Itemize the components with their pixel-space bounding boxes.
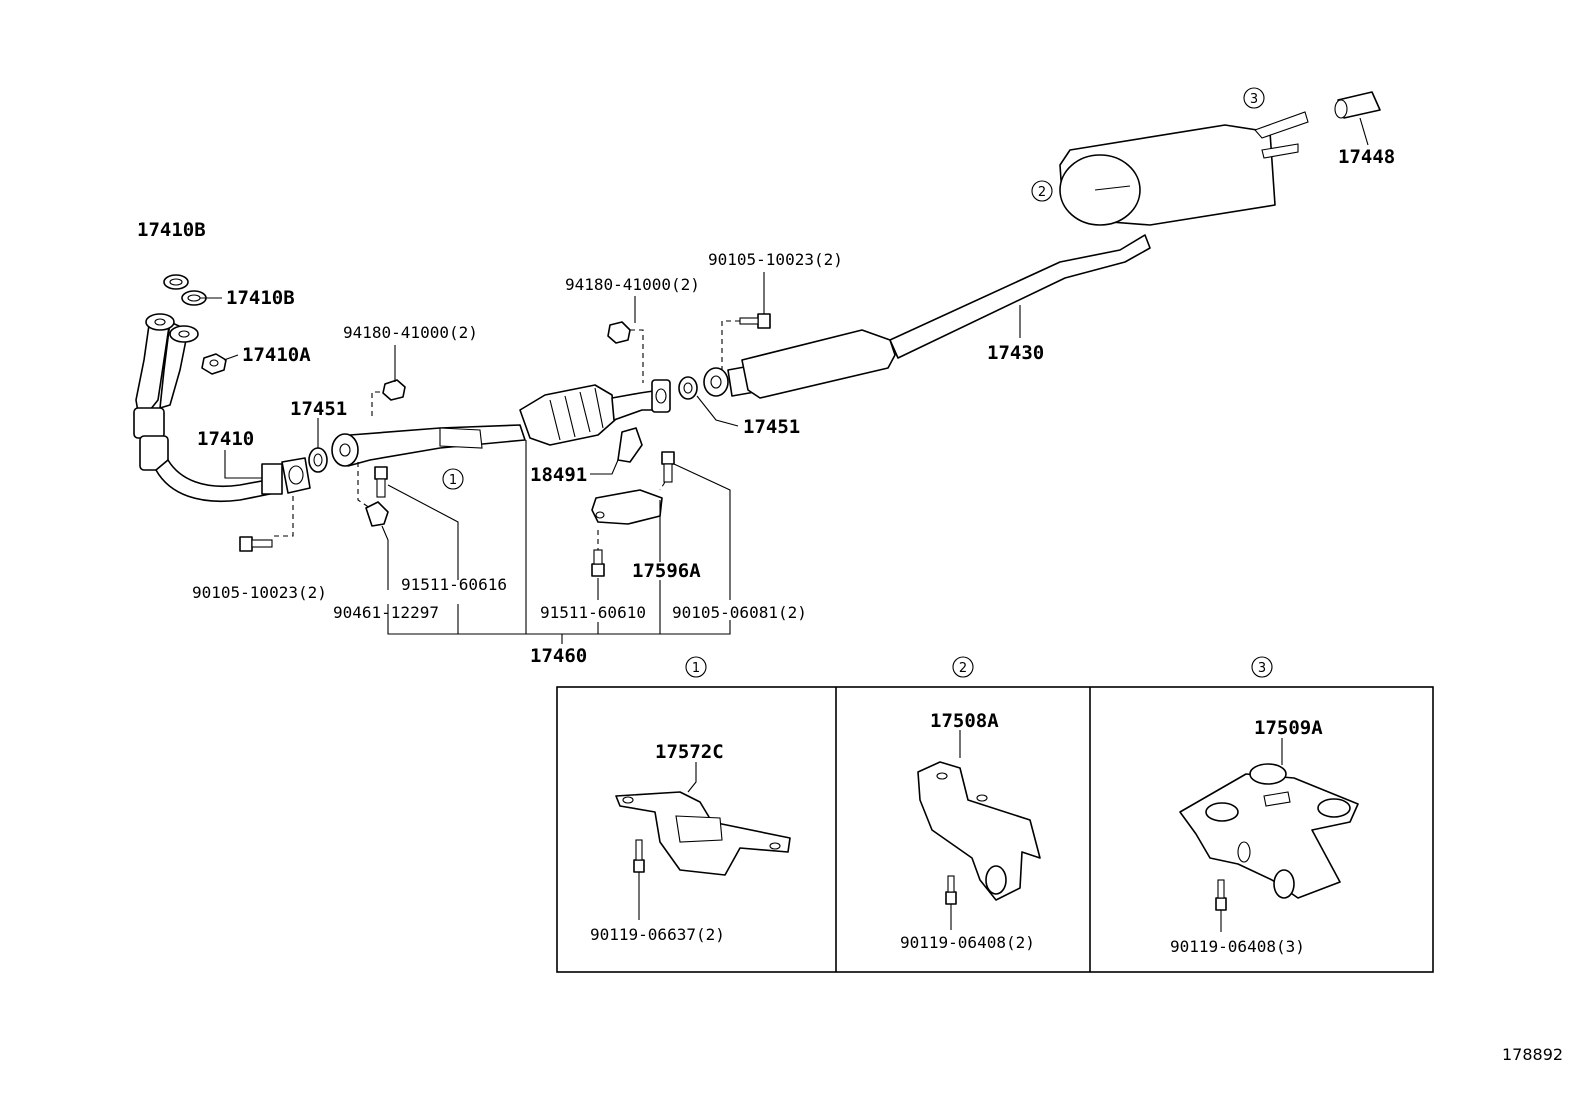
tailpipe-assembly	[703, 111, 1309, 399]
label-17572C: 17572C	[655, 741, 724, 763]
gasket-17451-right	[678, 376, 698, 400]
label-17448: 17448	[1338, 146, 1395, 168]
hanger-17508A	[917, 761, 1041, 905]
callout-3: 3	[1243, 87, 1265, 109]
install-guide-lines	[272, 320, 740, 550]
hanger-17509A	[1179, 763, 1359, 911]
gasket-17410B-top	[163, 274, 189, 290]
label-94180-right: 94180-41000(2)	[565, 275, 700, 294]
figure-number: 178892	[1502, 1045, 1563, 1064]
label-17509A: 17509A	[1254, 717, 1323, 739]
label-17596A: 17596A	[632, 560, 701, 582]
nut-94180-left	[382, 379, 406, 401]
label-90461-12297: 90461-12297	[333, 603, 439, 622]
bolt-91511-60610	[591, 549, 605, 577]
label-17430: 17430	[987, 342, 1044, 364]
label-90119-06408-3: 90119-06408(3)	[1170, 937, 1305, 956]
detail-callout-3: 3	[1251, 656, 1273, 678]
label-90105-06081: 90105-06081(2)	[672, 603, 807, 622]
bolt-91511-60616	[374, 466, 388, 498]
label-17410B-mid: 17410B	[226, 287, 295, 309]
gasket-17451-left	[308, 447, 328, 473]
nut-94180-right	[607, 321, 631, 344]
hanger-17572C	[615, 791, 791, 876]
bracket-17596A	[591, 489, 663, 525]
nut-17410A	[201, 353, 227, 375]
bracket-18491	[617, 427, 643, 463]
label-18491: 18491	[530, 464, 587, 486]
center-pipe-assembly	[331, 379, 671, 467]
svg-text:2: 2	[1038, 185, 1046, 200]
clamp-90461-12297	[365, 501, 389, 527]
svg-text:3: 3	[1258, 661, 1266, 676]
bolt-90105-10023-bottom	[239, 536, 273, 552]
label-17410: 17410	[197, 428, 254, 450]
svg-text:1: 1	[449, 473, 457, 488]
svg-text:2: 2	[959, 661, 967, 676]
label-90119-06408-2: 90119-06408(2)	[900, 933, 1035, 952]
label-17451-right: 17451	[743, 416, 800, 438]
svg-text:1: 1	[692, 661, 700, 676]
tail-pipe-tip-17448	[1334, 91, 1381, 119]
bolt-90105-10023-top	[739, 313, 771, 329]
label-90105-10023-bottom: 90105-10023(2)	[192, 583, 327, 602]
label-17410B-top: 17410B	[137, 219, 206, 241]
label-17451-left: 17451	[290, 398, 347, 420]
label-17460: 17460	[530, 645, 587, 667]
gasket-17410B-mid	[181, 290, 207, 306]
label-90119-06637: 90119-06637(2)	[590, 925, 725, 944]
detail-callout-2: 2	[952, 656, 974, 678]
leader-lines	[200, 117, 1369, 644]
svg-text:3: 3	[1250, 92, 1258, 107]
front-exhaust-pipe	[133, 313, 311, 503]
label-17410A: 17410A	[242, 344, 311, 366]
label-91511-60610: 91511-60610	[540, 603, 646, 622]
callout-1: 1	[442, 468, 464, 490]
bolt-90105-06081	[661, 451, 675, 483]
label-91511-60616: 91511-60616	[401, 575, 507, 594]
detail-boxes	[556, 686, 1434, 973]
detail-callout-1: 1	[685, 656, 707, 678]
label-17508A: 17508A	[930, 710, 999, 732]
callout-2: 2	[1031, 180, 1053, 202]
label-94180-left: 94180-41000(2)	[343, 323, 478, 342]
label-90105-10023-top: 90105-10023(2)	[708, 250, 843, 269]
